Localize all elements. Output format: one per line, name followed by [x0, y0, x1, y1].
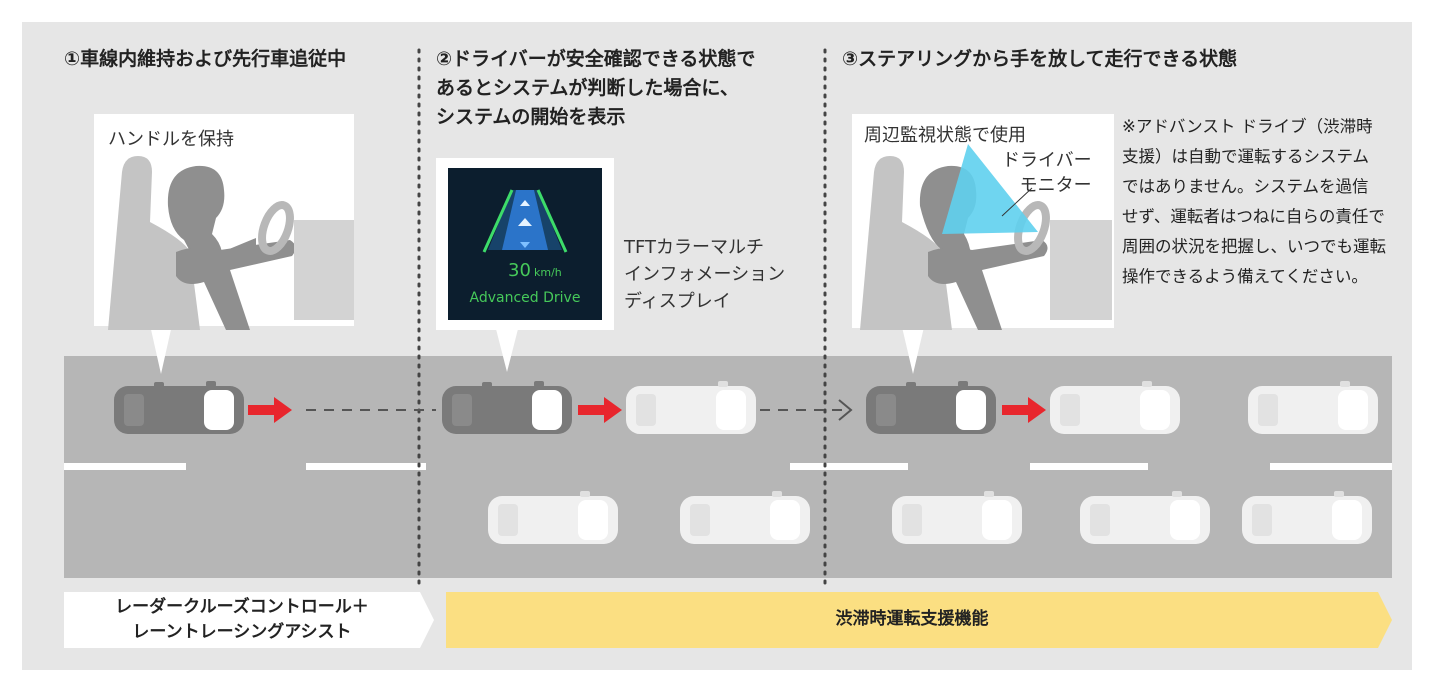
link-chevron	[838, 399, 853, 421]
step-separators	[417, 48, 827, 586]
driver-monitor-cone	[942, 144, 1038, 234]
phase-bars	[64, 592, 1392, 648]
display-mode: Advanced Drive	[470, 290, 581, 306]
bubble-3	[852, 114, 1114, 374]
display-bubble: 30 km/h Advanced Drive	[436, 158, 614, 372]
phase-bar-1	[64, 592, 434, 648]
display-caption: TFTカラーマルチ インフォメーション ディスプレイ	[624, 237, 786, 312]
monitor-leader-line	[1001, 187, 1033, 217]
phase-1-label: レーダークルーズコントロール＋ レーントレーシングアシスト	[115, 597, 369, 642]
disclaimer-note: ※アドバンスト ドライブ（渋滞時 支援）は自動で運転するシステム ではありません…	[1122, 117, 1386, 286]
lane-markings	[64, 463, 1392, 470]
traffic	[114, 381, 1378, 544]
advanced-drive-display-icon: 30 km/h Advanced Drive	[448, 168, 602, 320]
step-1-title: ①車線内維持および先行車追従中	[64, 48, 347, 70]
driver-hands-on-icon	[108, 156, 354, 330]
diagram-canvas: ①車線内維持および先行車追従中 ②ドライバーが安全確認できる状態で あるとシステ…	[22, 22, 1412, 670]
display-speed-unit: km/h	[534, 266, 562, 279]
bubble-3-label: 周辺監視状態で使用	[864, 125, 1026, 146]
bubble-1-label: ハンドルを保持	[108, 129, 234, 150]
step-2-title: ②ドライバーが安全確認できる状態で あるとシステムが判断した場合に、 システムの…	[436, 48, 756, 128]
phase-2-label: 渋滞時運転支援機能	[835, 609, 989, 629]
bubble-1	[94, 114, 354, 374]
phase-bar-2	[446, 592, 1392, 648]
display-speed: 30	[508, 260, 531, 281]
monitor-label: ドライバー モニター	[1002, 150, 1092, 196]
step-3-title: ③ステアリングから手を放して走行できる状態	[842, 48, 1238, 70]
